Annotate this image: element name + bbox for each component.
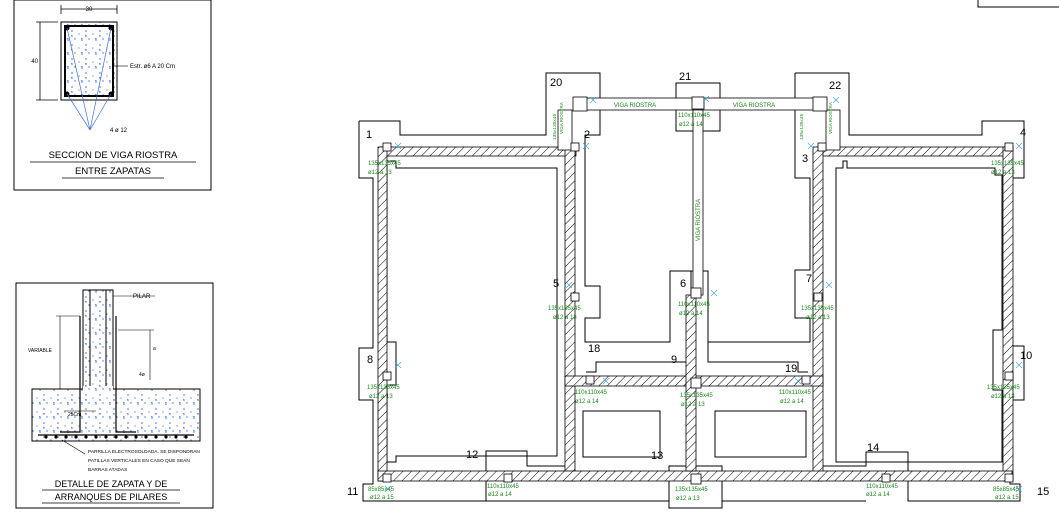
footing-6-size: 110x110x45 xyxy=(678,302,710,308)
footing-18-size: 110x110x45 xyxy=(575,390,607,396)
dim-4phi: 4ø xyxy=(139,372,145,378)
main-plan: VIGA RIOSTRA VIGA RIOSTRA VIGA RIOSTRA V… xyxy=(347,71,1049,509)
footing-note-1: PARRILLA ELECTROSOLDADA. SE DISPONDRAN xyxy=(88,449,200,455)
footing-8-number: 8 xyxy=(367,354,373,366)
footing-10-number: 10 xyxy=(1020,350,1032,362)
footing-note-3: BARRAS ATADAS xyxy=(88,467,127,473)
footing-2-number: 2 xyxy=(584,129,590,141)
footing-annotations: 135x135x45 ø12 a 13 135x135x45 ø12 a 13 … xyxy=(367,113,1024,502)
footing-title-line2: ARRANQUES DE PILARES xyxy=(55,492,168,502)
footing-11-size: 85x85x45 xyxy=(368,487,395,493)
bars-note: 4 ø 12 xyxy=(110,128,128,134)
footing-9-size: 135x135x45 xyxy=(680,393,713,399)
footing-22-size-rot: 135x135x45 xyxy=(799,114,805,140)
footing-12-rebar: ø12 a 14 xyxy=(488,492,512,498)
footing-14-rebar: ø12 a 14 xyxy=(866,492,890,498)
beam-label-right: VIGA RIOSTRA xyxy=(733,103,775,109)
footing-title-line1: DETALLE DE ZAPATA Y DE xyxy=(55,479,168,489)
footing-19-size: 110x110x45 xyxy=(779,390,811,396)
section-title-line2: ENTRE ZAPATAS xyxy=(75,166,151,177)
footing-21-number: 21 xyxy=(679,71,691,83)
footing-21-rebar: ø12 a 14 xyxy=(679,122,703,128)
section-height-dim: 40 xyxy=(31,59,38,65)
section-title-line1: SECCION DE VIGA RIOSTRA xyxy=(49,150,178,161)
footing-20-size-rot: 135x135x45 xyxy=(552,114,558,140)
footing-12-size: 110x110x45 xyxy=(487,484,519,490)
footing-1-rebar: ø12 a 13 xyxy=(368,170,392,176)
footing-4-rebar: ø12 a 13 xyxy=(991,170,1015,176)
footing-detail: PILAR VARIABLE a 4ø 25Cm PARRILLA ELECTR… xyxy=(15,282,214,509)
dim-25cm: 25Cm xyxy=(68,412,81,418)
footing-8-rebar: ø12 a 13 xyxy=(369,394,393,400)
footing-14-size: 110x110x45 xyxy=(866,484,898,490)
footing-5-size: 135x135x45 xyxy=(548,306,581,312)
footing-7-rebar: ø12 a 13 xyxy=(806,315,830,321)
footing-13-rebar: ø12 a 13 xyxy=(676,496,700,502)
footing-15-rebar: ø12 a 15 xyxy=(995,495,1019,501)
footing-10-rebar: ø12 a 13 xyxy=(991,394,1015,400)
footing-6-rebar: ø12 a 14 xyxy=(679,311,703,317)
footing-note-2: PATILLAS VERTICALES EN CASO QUE SEAN xyxy=(88,458,190,464)
footing-5-number: 5 xyxy=(553,278,559,290)
riostra-side-left: VIGA RIOSTRA xyxy=(559,102,564,134)
footing-6-number: 6 xyxy=(680,278,686,290)
footing-8-size: 135x135x45 xyxy=(367,385,400,391)
footing-18-number: 18 xyxy=(588,343,600,355)
footing-22-number: 22 xyxy=(829,80,841,92)
variable-label: VARIABLE xyxy=(28,348,53,354)
footing-1-size: 135x135x45 xyxy=(368,161,401,167)
footing-1-number: 1 xyxy=(366,129,372,141)
footing-14-number: 14 xyxy=(867,442,879,454)
footing-15-size: 85x85x45 xyxy=(993,487,1020,493)
plan-outlines xyxy=(358,72,1025,509)
section-width-dim: 30 xyxy=(86,7,93,13)
room-outlines xyxy=(386,160,1003,463)
footing-20-number: 20 xyxy=(550,77,562,89)
footing-9-rebar: ø12 a 13 xyxy=(681,402,705,408)
beam-label-vertical: VIGA RIOSTRA xyxy=(696,199,702,241)
footing-12-number: 12 xyxy=(466,449,478,461)
dim-a: a xyxy=(153,346,156,352)
footing-10-size: 135x135x45 xyxy=(987,385,1020,391)
footing-11-number: 11 xyxy=(347,486,358,498)
footing-15-number: 15 xyxy=(1037,486,1049,498)
footing-11-rebar: ø12 a 15 xyxy=(370,495,394,501)
frame-border xyxy=(977,0,1059,8)
footing-21-size: 110x110x45 xyxy=(678,113,710,119)
pillar-label: PILAR xyxy=(133,294,151,300)
footing-13-size: 135x135x45 xyxy=(675,487,708,493)
footing-9-number: 9 xyxy=(671,354,677,366)
column-markers xyxy=(382,96,1014,485)
footing-7-number: 7 xyxy=(806,273,812,285)
beam-label-left: VIGA RIOSTRA xyxy=(614,103,656,109)
footing-7-size: 135x135x45 xyxy=(801,306,834,312)
footing-4-number: 4 xyxy=(1020,127,1026,139)
footing-19-rebar: ø12 a 14 xyxy=(780,399,804,405)
footing-numbers: 1 2 3 4 5 6 7 8 9 10 11 12 13 14 15 18 1… xyxy=(347,71,1049,498)
footing-13-number: 13 xyxy=(651,450,663,462)
riostra-side-right: VIGA RIOSTRA xyxy=(828,102,833,134)
beam-section-detail: 30 40 Estr. ø6 A 20 Cm 4 ø 12 SECCION DE… xyxy=(13,0,212,191)
footing-19-number: 19 xyxy=(785,363,797,375)
footing-4-size: 135x135x45 xyxy=(991,161,1024,167)
stirrup-note: Estr. ø6 A 20 Cm xyxy=(130,64,175,70)
axis-marks xyxy=(384,95,1023,493)
footing-18-rebar: ø12 a 14 xyxy=(575,399,599,405)
footing-5-rebar: ø12 a 13 xyxy=(553,315,577,321)
footing-3-number: 3 xyxy=(802,153,808,165)
